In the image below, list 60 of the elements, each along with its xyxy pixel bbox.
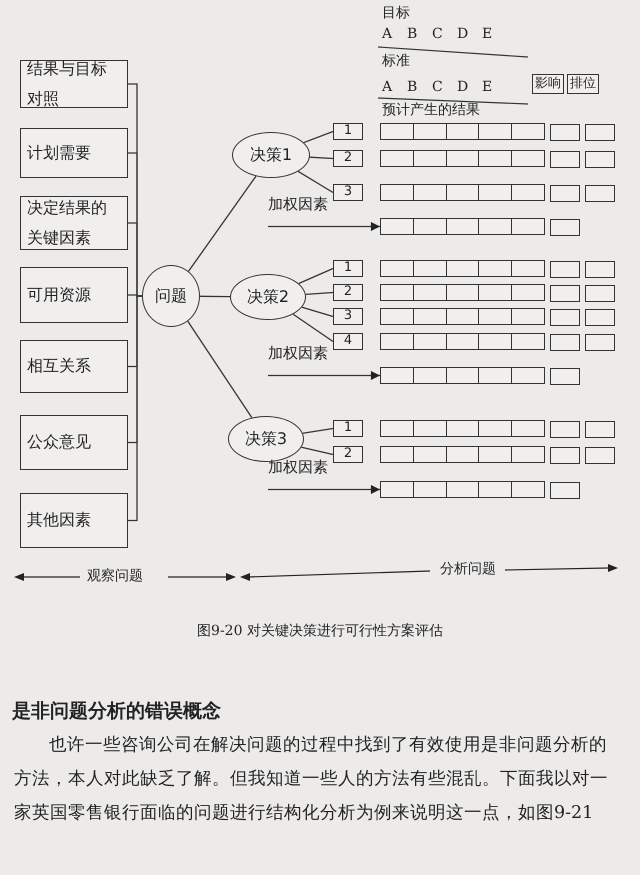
factor-box: 结果与目标对照 [20, 60, 128, 108]
arrow [268, 484, 380, 494]
text-label: 观察问题 [86, 567, 144, 585]
text-label: 目标 [381, 4, 411, 22]
connector-line [128, 295, 142, 522]
cell-row [380, 481, 545, 498]
connector-line [188, 176, 256, 272]
connector-line [298, 170, 334, 194]
factor-box: 公众意见 [20, 415, 128, 470]
cell-row [380, 218, 545, 235]
connector-line [310, 156, 334, 160]
connector-line [304, 130, 334, 144]
text-label: B [406, 26, 418, 42]
label-box: 影响 [532, 74, 564, 94]
factor-box: 决定结果的关键因素 [20, 196, 128, 250]
figure-caption: 图9-20 对关键决策进行可行性方案评估 [196, 622, 444, 640]
text-label: C [431, 26, 444, 42]
text-label: D [456, 79, 470, 95]
number-box: 1 [333, 420, 363, 437]
connector-line [302, 428, 334, 434]
number-box: 2 [333, 446, 363, 463]
arrow [268, 370, 380, 380]
text-label: 分析问题 [439, 560, 497, 578]
connector-line [301, 446, 334, 456]
edge-label: 加权因素 [267, 344, 329, 363]
number-box: 3 [333, 184, 363, 201]
edge-label: 加权因素 [267, 195, 329, 214]
text-label: E [481, 26, 494, 42]
factor-box: 其他因素 [20, 493, 128, 548]
connector-line [302, 306, 334, 318]
factor-box: 计划需要 [20, 128, 128, 178]
connector-line [306, 292, 334, 296]
text-label: D [456, 26, 470, 42]
number-box: 3 [333, 308, 363, 325]
label-box: 排位 [567, 74, 599, 94]
connector-line [187, 320, 252, 418]
number-box: 1 [333, 123, 363, 140]
ellipse-node: 决策2 [230, 274, 306, 320]
ellipse-node: 决策1 [232, 132, 310, 178]
arrow [268, 222, 380, 232]
text-label: 预计产生的结果 [381, 101, 481, 119]
body-paragraph: 也许一些咨询公司在解决问题的过程中找到了有效使用是非问题分析的方法，本人对此缺乏了解。但我知道一些人的方法有些混乱。下面我以对一家英国零售银行面临的问题进行结构化分析为例来说明这一点，如图9-21 [14, 734, 609, 825]
connector-line [200, 296, 230, 298]
text-label: B [406, 79, 418, 95]
factor-box: 可用资源 [20, 267, 128, 323]
connector-line [298, 268, 334, 284]
connector-line [292, 314, 334, 342]
text-label: A [380, 26, 394, 42]
text-label: E [481, 79, 494, 95]
number-box: 2 [333, 150, 363, 167]
section-heading: 是非问题分析的错误概念 [12, 699, 221, 724]
text-label: 标准 [381, 52, 411, 70]
text-label: C [431, 79, 444, 95]
number-box: 1 [333, 260, 363, 277]
cell-row [380, 367, 545, 384]
number-box: 4 [333, 333, 363, 350]
number-box: 2 [333, 284, 363, 301]
text-label: A [380, 79, 394, 95]
ellipse-node: 问题 [142, 265, 200, 327]
factor-box: 相互关系 [20, 340, 128, 393]
